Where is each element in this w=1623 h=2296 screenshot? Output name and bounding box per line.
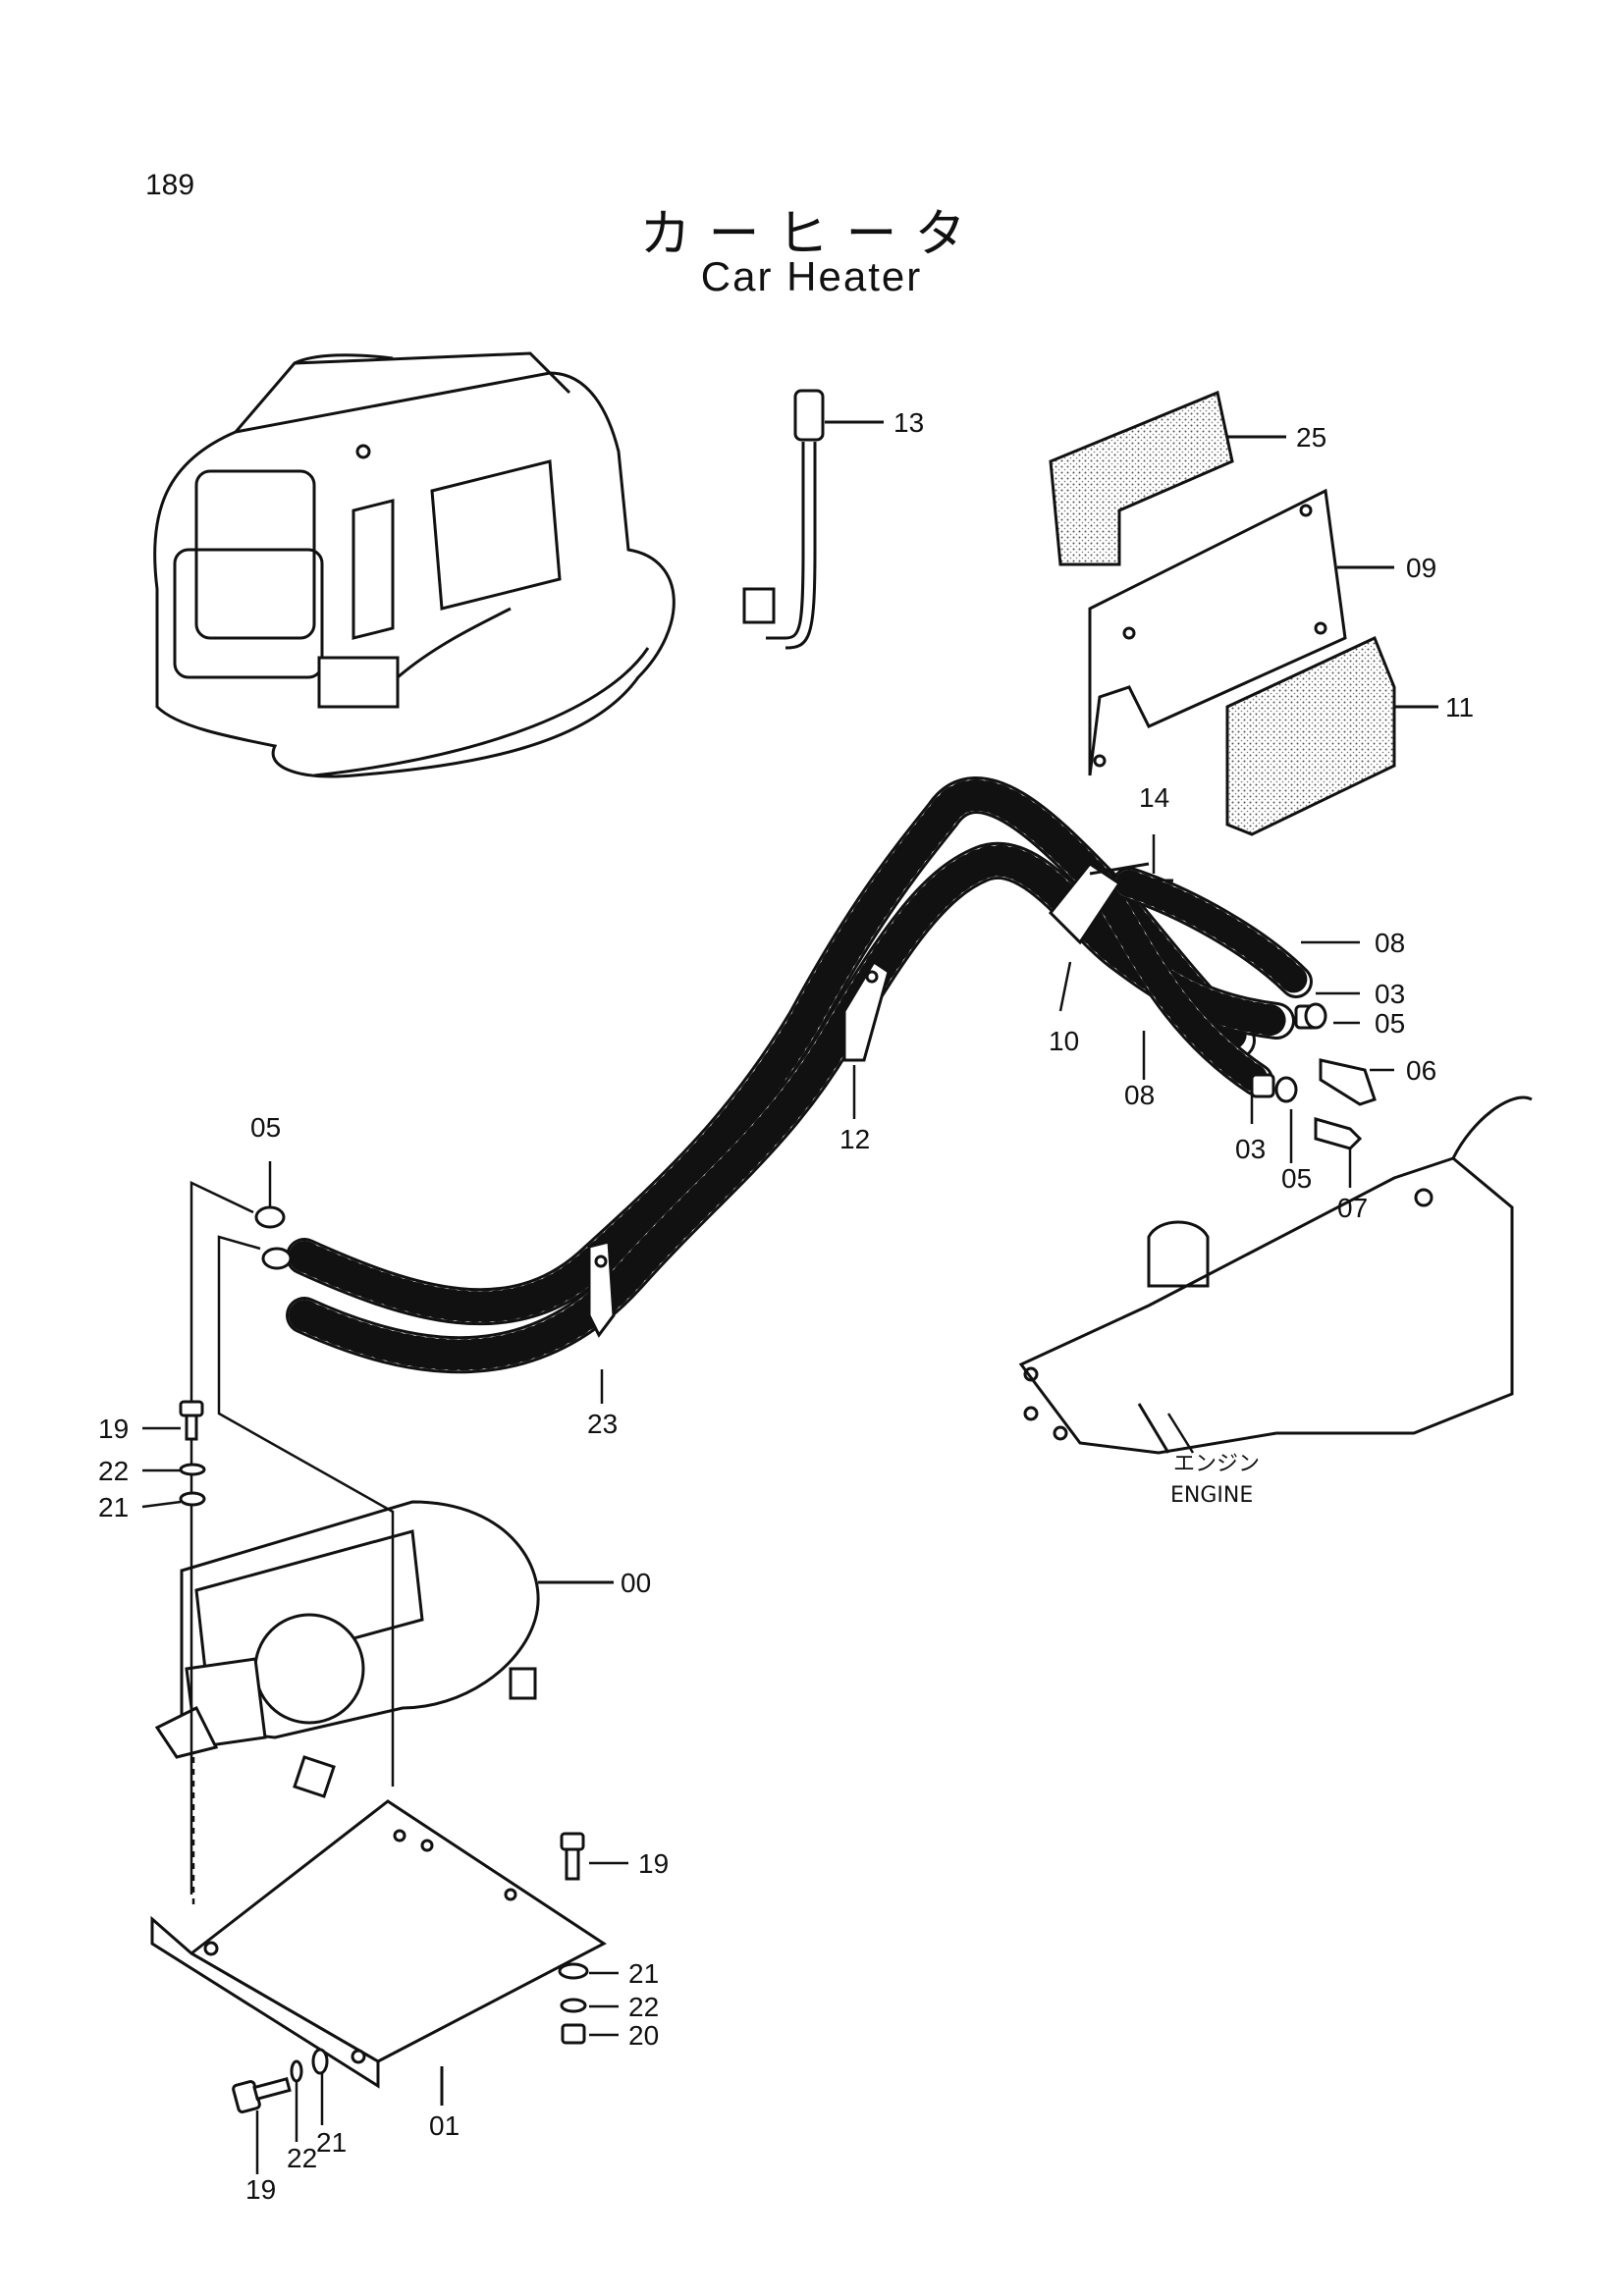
engine-caption-en: ENGINE: [1170, 1483, 1253, 1508]
engine-outline: [1018, 1095, 1533, 1455]
callout-19-top: 19: [98, 1414, 129, 1444]
page-number: 189: [145, 169, 195, 201]
hardware: [179, 1400, 589, 2113]
callout-21-top: 21: [98, 1492, 129, 1522]
callout-labels: 13 25 09 11 14 08 03 05 06 10 08 12 03 0…: [98, 407, 1474, 2205]
callout-05-left: 05: [250, 1112, 281, 1143]
callout-06: 06: [1406, 1055, 1436, 1086]
cab-illustration: [153, 351, 676, 778]
callout-12: 12: [839, 1124, 870, 1154]
callout-22-bottom: 22: [287, 2143, 317, 2173]
hose-fittings: [254, 1002, 1377, 1270]
part-11-foam: [1225, 635, 1438, 836]
hose-brackets: [587, 861, 1173, 1338]
callout-10: 10: [1049, 1026, 1079, 1056]
title-japanese: カーヒータ: [639, 205, 984, 264]
callout-21-right: 21: [628, 1958, 659, 1989]
callout-08-lower: 08: [1124, 1080, 1155, 1110]
callout-19-right: 19: [638, 1848, 669, 1879]
heater-unit: [154, 1500, 614, 1798]
engine-caption-jp: エンジン: [1173, 1452, 1260, 1476]
callout-20: 20: [628, 2020, 659, 2051]
leader-lines: [141, 834, 1394, 2174]
callout-25: 25: [1296, 422, 1326, 453]
part-13-sensor: [742, 389, 884, 650]
callout-05-right: 05: [1281, 1163, 1312, 1194]
callout-21-bottom: 21: [316, 2127, 347, 2158]
callout-11: 11: [1445, 692, 1474, 722]
callout-08-upper: 08: [1375, 928, 1405, 958]
callout-00: 00: [621, 1568, 651, 1598]
connection-lines: [189, 1181, 395, 1909]
callout-03-upper: 03: [1375, 979, 1405, 1009]
callout-09: 09: [1406, 553, 1436, 583]
title-english: Car Heater: [700, 253, 923, 299]
callout-19-bottom: 19: [245, 2174, 276, 2205]
callout-23: 23: [587, 1409, 618, 1439]
part-25-foam: [1049, 390, 1286, 566]
callout-01: 01: [429, 2110, 460, 2141]
base-plate: [150, 1799, 607, 2106]
callout-03-lower: 03: [1235, 1134, 1266, 1164]
part-09-plate: [1088, 488, 1394, 776]
callout-22-top: 22: [98, 1456, 129, 1486]
callout-14: 14: [1139, 782, 1169, 813]
callout-22-right: 22: [628, 1992, 659, 2022]
callout-05-upper: 05: [1375, 1008, 1405, 1039]
callout-07: 07: [1337, 1193, 1368, 1223]
callout-13: 13: [893, 407, 924, 438]
